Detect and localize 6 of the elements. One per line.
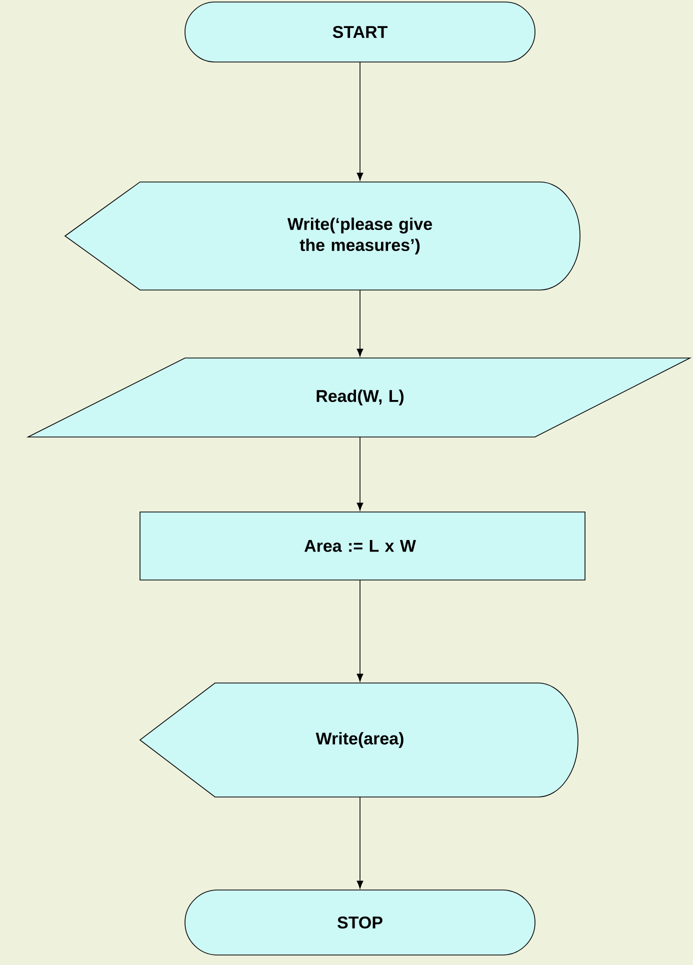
process-box: Area := L x W xyxy=(140,512,586,580)
arrow xyxy=(356,290,364,357)
arrow xyxy=(356,62,364,181)
arrow xyxy=(356,580,364,682)
arrow xyxy=(356,796,364,889)
arrow xyxy=(356,436,364,511)
